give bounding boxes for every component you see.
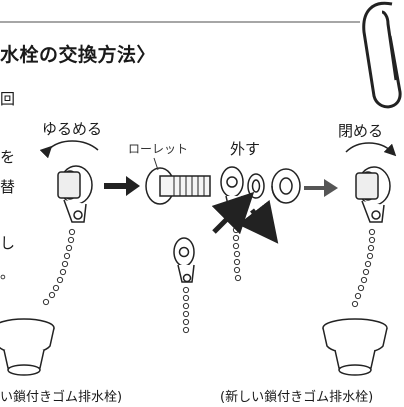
paper-clip-icon	[362, 1, 402, 109]
old-stopper-icon	[57, 165, 93, 223]
body-text-line: 替	[0, 178, 16, 196]
knurl-label: ローレット	[128, 142, 189, 156]
section-title: 水栓の交換方法〉	[0, 44, 157, 66]
new-rubber-plug-icon	[322, 318, 388, 376]
arrow-down-right-icon	[237, 199, 279, 244]
knurl-screw-icon	[145, 167, 211, 205]
arrow-up-right-icon	[211, 191, 255, 235]
old-chain-icon	[42, 228, 76, 306]
lower-ring-tab-icon	[173, 237, 195, 283]
body-text-line: し	[0, 234, 16, 252]
new-stopper-icon	[355, 166, 391, 223]
close-label: 閉める	[338, 122, 384, 140]
old-stopper-caption: い鎖付きゴム排水栓)	[0, 390, 123, 405]
lower-chain-icon	[182, 286, 190, 334]
washer-icons	[247, 168, 301, 204]
body-text-line: を	[0, 148, 16, 166]
new-chain-icon	[351, 228, 376, 308]
old-rubber-plug-icon	[0, 318, 55, 376]
body-text-line: 回	[0, 90, 16, 108]
arrow-right-icon	[104, 176, 140, 196]
center-chain-icon	[232, 218, 242, 282]
new-stopper-caption: (新しい鎖付きゴム排水栓)	[220, 390, 374, 405]
body-text-line: 。	[0, 264, 16, 282]
close-rotation-arrow-icon	[345, 142, 397, 157]
loosen-label: ゆるめる	[42, 120, 103, 138]
loosen-rotation-arrow-icon	[39, 140, 99, 159]
arrow-right-gray-icon	[304, 179, 338, 197]
knurl-leader-line	[153, 157, 159, 171]
remove-label: 外す	[230, 140, 261, 158]
